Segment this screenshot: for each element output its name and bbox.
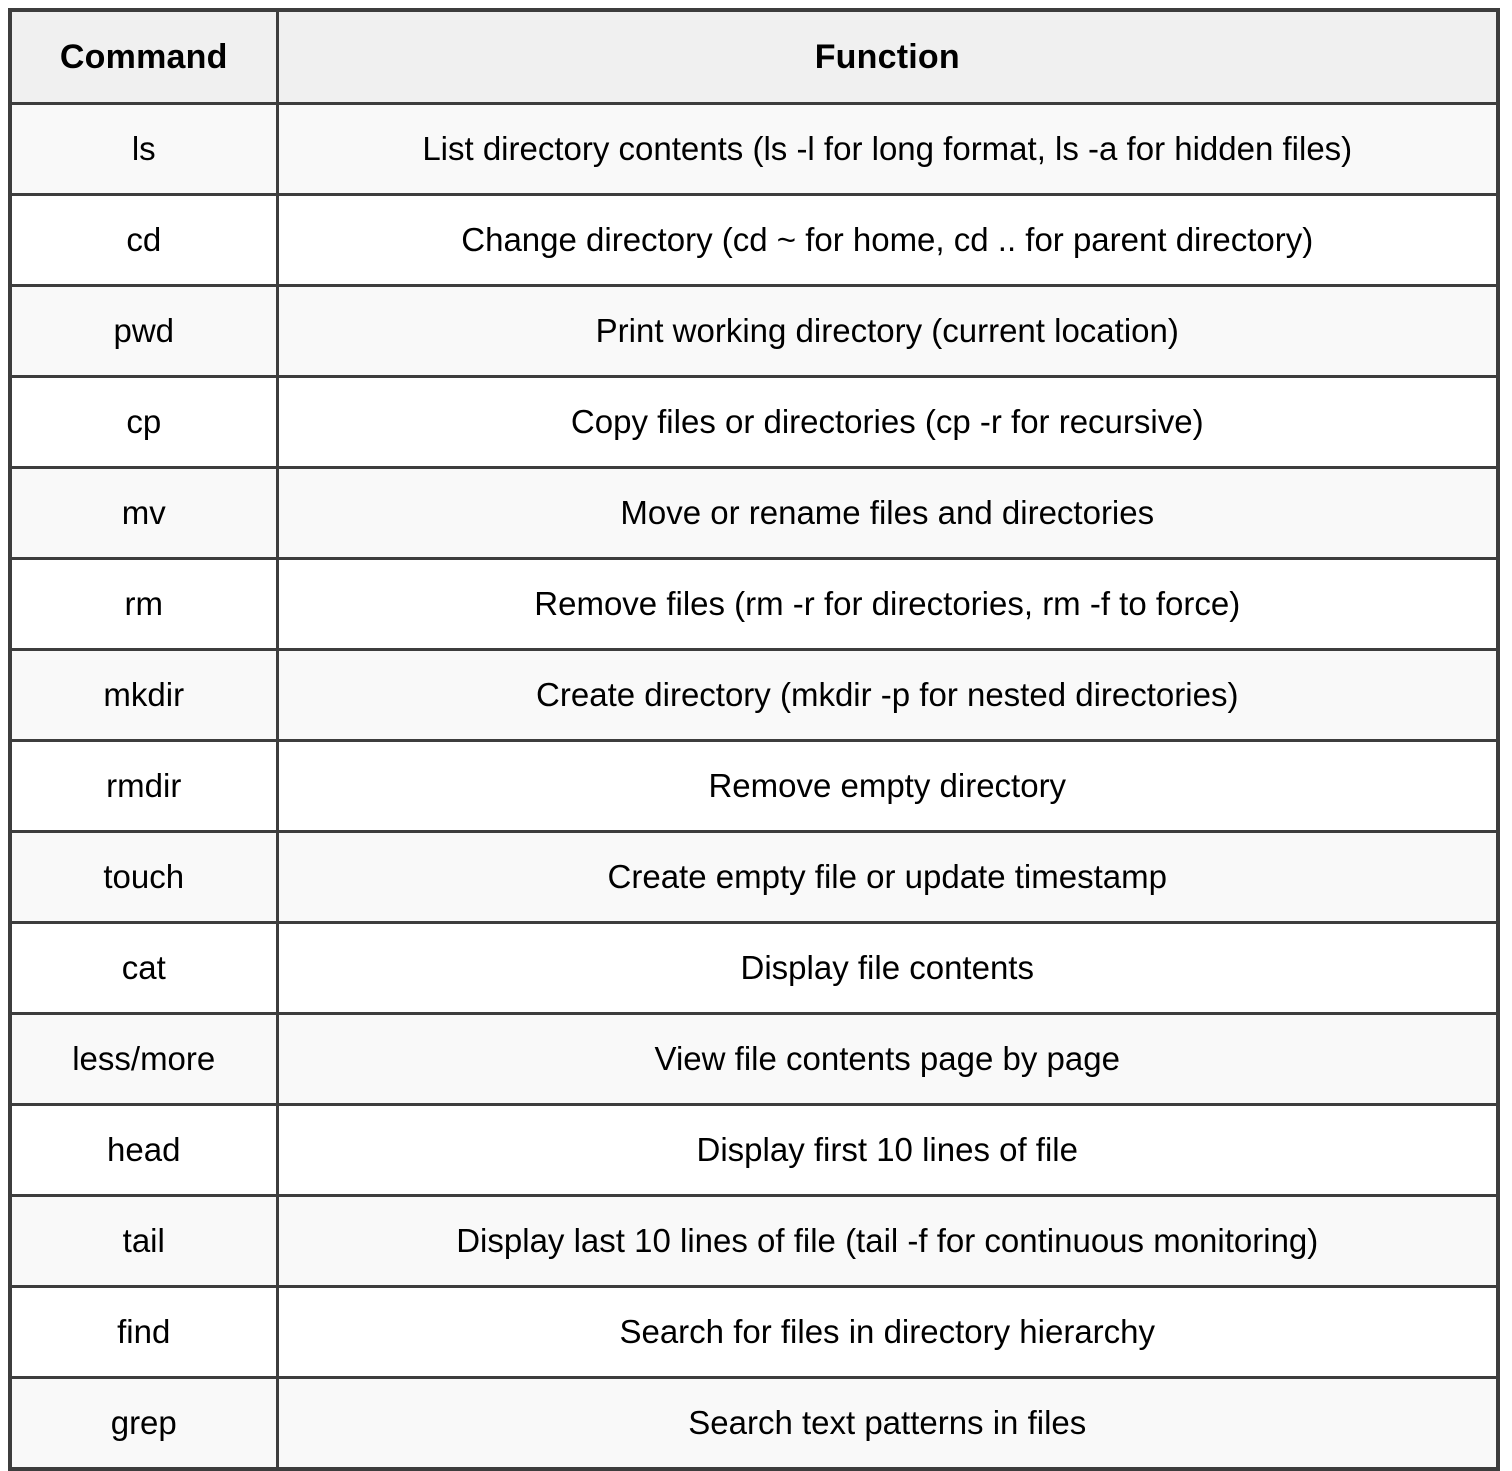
table-header: Command Function (8, 8, 1500, 105)
cell-function: Search for files in directory hierarchy (275, 1285, 1500, 1379)
cell-function: Remove files (rm -r for directories, rm … (275, 557, 1500, 651)
column-header-function: Function (275, 8, 1500, 105)
cell-function: List directory contents (ls -l for long … (275, 102, 1500, 196)
cell-command: grep (8, 1376, 279, 1471)
cell-function: Create directory (mkdir -p for nested di… (275, 648, 1500, 742)
cell-function: Print working directory (current locatio… (275, 284, 1500, 378)
cell-command: pwd (8, 284, 279, 378)
cell-command: find (8, 1285, 279, 1379)
cell-function: Search text patterns in files (275, 1376, 1500, 1471)
cell-command: cd (8, 193, 279, 287)
cell-command: mv (8, 466, 279, 560)
column-header-command: Command (8, 8, 279, 105)
cell-function: View file contents page by page (275, 1012, 1500, 1106)
cell-function: Create empty file or update timestamp (275, 830, 1500, 924)
cell-command: rmdir (8, 739, 279, 833)
cell-command: touch (8, 830, 279, 924)
cell-function: Remove empty directory (275, 739, 1500, 833)
cell-command: head (8, 1103, 279, 1197)
cell-command: ls (8, 102, 279, 196)
cell-function: Move or rename files and directories (275, 466, 1500, 560)
cell-command: cp (8, 375, 279, 469)
cell-function: Display last 10 lines of file (tail -f f… (275, 1194, 1500, 1288)
cell-command: cat (8, 921, 279, 1015)
cell-function: Change directory (cd ~ for home, cd .. f… (275, 193, 1500, 287)
cell-function: Display file contents (275, 921, 1500, 1015)
table-header-row: Command Function (8, 8, 1500, 105)
cell-function: Display first 10 lines of file (275, 1103, 1500, 1197)
cell-command: rm (8, 557, 279, 651)
cell-command: tail (8, 1194, 279, 1288)
cell-command: mkdir (8, 648, 279, 742)
cell-function: Copy files or directories (cp -r for rec… (275, 375, 1500, 469)
cell-command: less/more (8, 1012, 279, 1106)
